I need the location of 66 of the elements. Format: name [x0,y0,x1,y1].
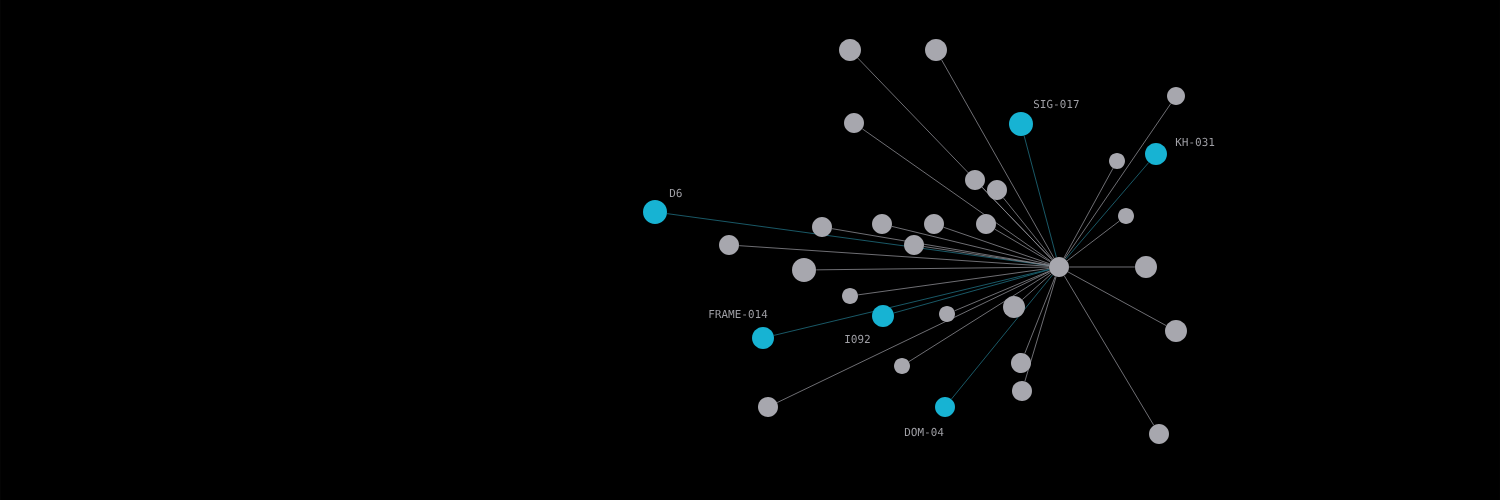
connector-line [908,272,1051,362]
node-circle [965,170,985,190]
node-circle [752,327,774,349]
node-circle [904,235,924,255]
node-label: DOM-04 [904,427,944,437]
connector-line [1063,167,1114,259]
node-circle [1109,153,1125,169]
connector-line [1067,271,1167,326]
node-label: FRAME-014 [709,309,768,319]
node-circle [872,214,892,234]
node-circle [643,200,667,224]
connector-line [994,228,1051,263]
connector-line [893,269,1050,314]
connector-line [1066,220,1120,262]
node-circle [842,288,858,304]
connector-line [954,270,1050,312]
connector-line [1064,103,1172,259]
connector-line [951,274,1053,400]
connector-line [1023,135,1057,258]
node-circle [1167,87,1185,105]
connector-line [1003,197,1053,260]
connector-line [923,246,1050,266]
connector-line [1024,276,1056,354]
node-circle [939,306,955,322]
node-circle [872,305,894,327]
node-label: D6 [669,188,682,198]
node-circle [812,217,832,237]
node-circle [839,39,861,61]
node-circle [1145,143,1167,165]
node-circle [976,214,996,234]
node-circle [935,397,955,417]
node-circle [987,180,1007,200]
node-circle [1149,424,1169,444]
node-circle [924,214,944,234]
node-circle [792,258,816,282]
node-circle [1009,112,1033,136]
node-circle [1049,257,1069,277]
connector-line [857,268,1050,296]
connector-line [815,266,1050,271]
node-label: KH-031 [1175,137,1215,147]
node-label: I092 [845,334,870,344]
connector-line [1065,162,1150,260]
node-circle [719,235,739,255]
connector-line [891,226,1050,265]
node-circle [925,39,947,61]
node-label: SIG-017 [1033,99,1079,109]
node-circle [1003,296,1025,318]
node-circle [758,397,778,417]
node-circle [1012,381,1032,401]
connector-line [981,186,1053,261]
connector-line [861,128,1052,262]
node-circle [1165,320,1187,342]
connector-line [941,59,1055,259]
node-circle [894,358,910,374]
node-circle [1011,353,1031,373]
node-circle [1135,256,1157,278]
connector-line [831,228,1050,266]
connector-line [1021,273,1052,300]
connector-line [1063,275,1155,426]
connector-line [776,271,1051,403]
node-circle [1118,208,1134,224]
node-circle [844,113,864,133]
connector-line [773,268,1050,336]
connector-line [1068,266,1136,268]
connector-line [943,226,1050,265]
connector-line [1024,276,1057,382]
